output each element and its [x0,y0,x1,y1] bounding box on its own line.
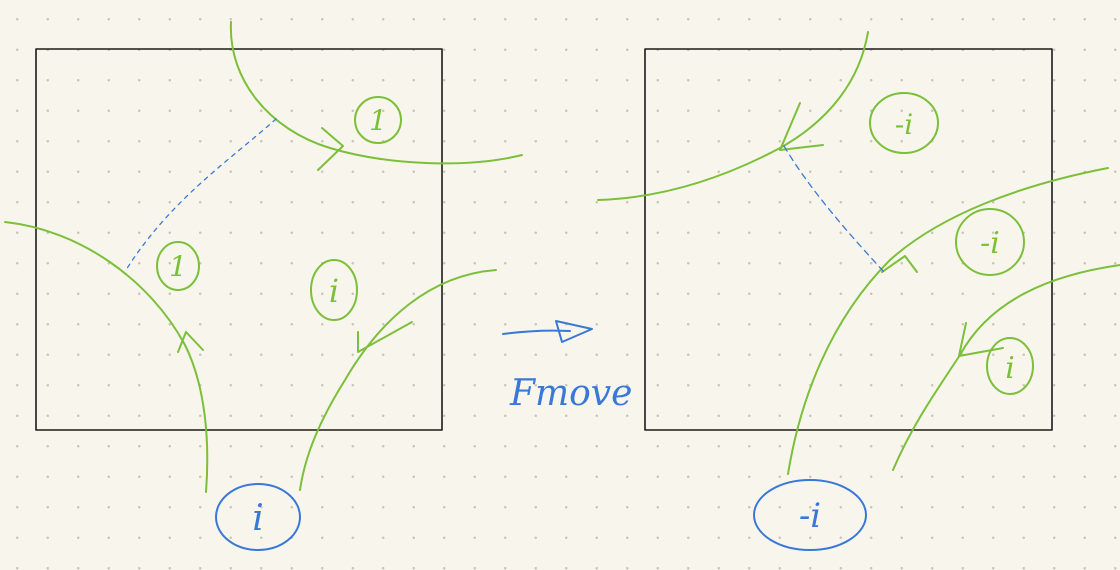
left-label-bottom-blue-text: i [252,498,264,539]
right-dashed-link [783,145,885,273]
left-label-middle-left: 1 [156,241,200,291]
left-strand-left [4,221,209,493]
right-label-lower: i [986,337,1034,395]
left-strand-top [229,21,523,165]
right-label-bottom-blue: -i [753,479,867,551]
right-frame [644,48,1053,431]
left-dashed-link [125,118,277,271]
left-frame [35,48,443,431]
left-label-middle-right-text: i [329,272,339,310]
left-strand-top-arrowhead [317,127,344,171]
right-strand-top [597,31,869,201]
right-panel: -i -i i -i [597,31,1120,551]
right-label-middle: -i [955,208,1025,276]
right-strand-middle [787,167,1109,475]
fmove-transition: Fmove [502,320,632,414]
left-label-bottom-blue: i [215,483,301,551]
left-label-top-right: 1 [354,96,402,144]
right-label-middle-text: -i [980,226,1000,261]
right-strand-lower-arrowhead [958,322,1004,357]
right-strand-top-arrowhead [779,102,824,151]
right-label-lower-text: i [1005,351,1015,386]
left-panel: 1 1 i i [4,21,523,551]
left-strand-right [299,269,497,491]
left-strand-right-arrowhead [357,321,413,353]
left-label-top-right-text: 1 [369,104,387,137]
left-strand-left-arrowhead [177,331,204,353]
right-label-top: -i [869,92,939,154]
right-label-top-text: -i [895,108,913,141]
fmove-arrow-shaft [502,329,571,335]
right-strand-lower [892,264,1120,471]
fmove-arrow-head [555,320,593,343]
right-strand-middle-arrowhead [881,255,918,273]
fmove-label: Fmove [509,373,632,414]
left-label-middle-left-text: 1 [169,250,187,283]
left-label-middle-right: i [310,259,358,321]
right-label-bottom-blue-text: -i [799,496,821,536]
